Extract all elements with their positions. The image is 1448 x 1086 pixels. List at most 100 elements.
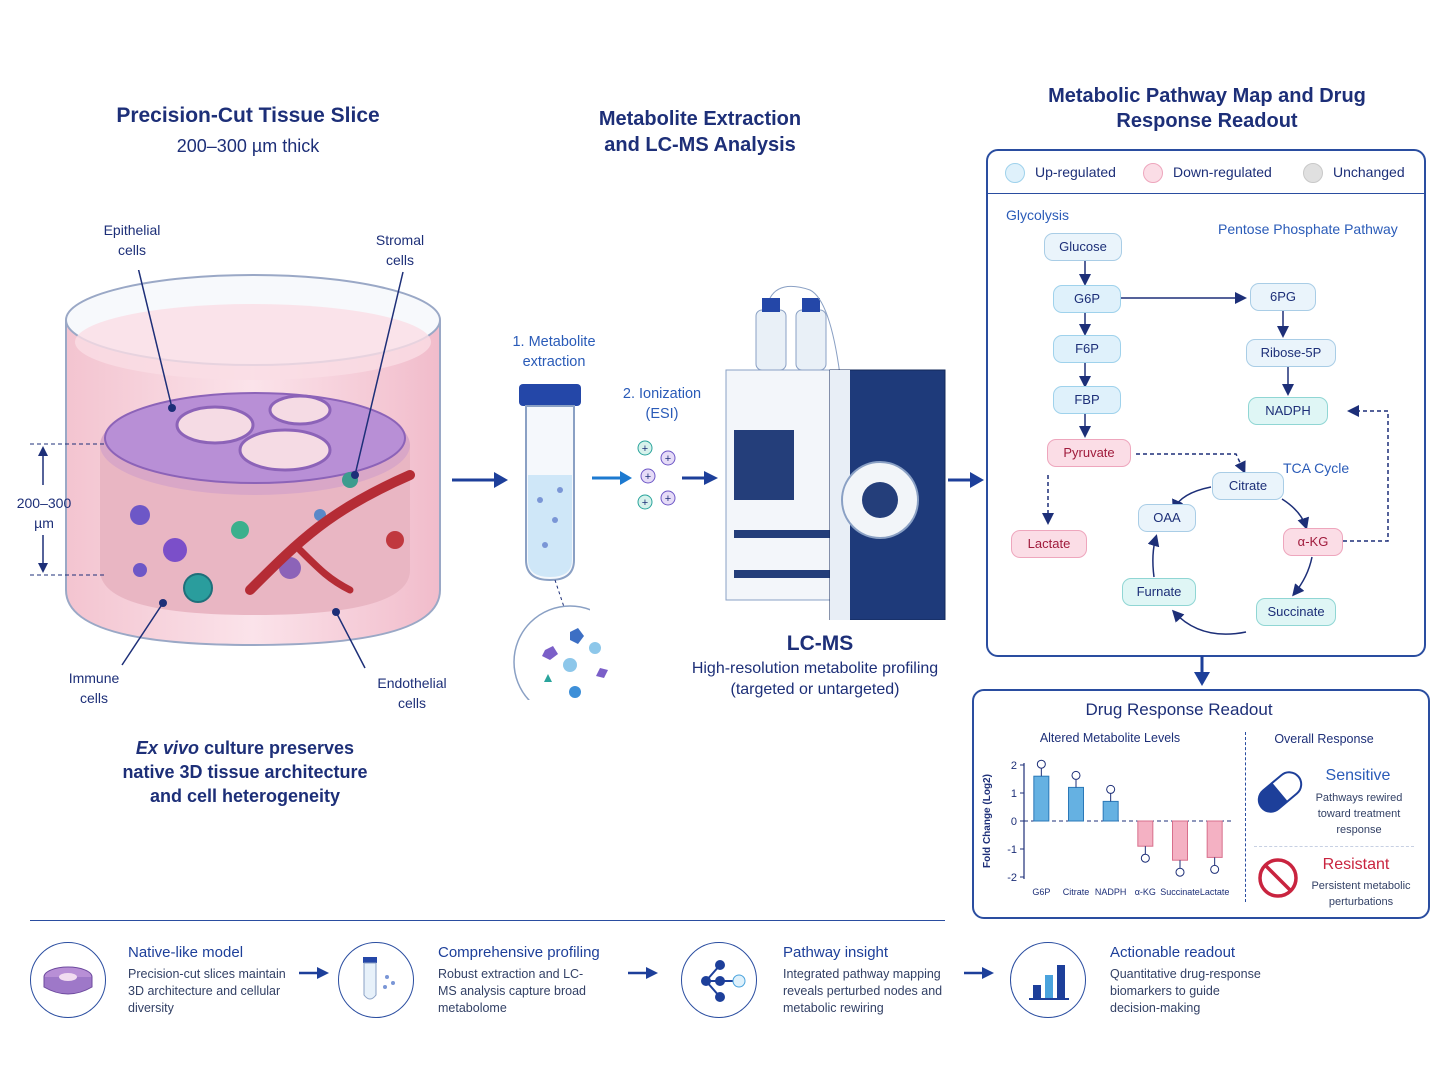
footer-text-2: Robust extraction and LC-MS analysis cap… [438,967,586,1015]
node-pyruvate[interactable]: Pyruvate [1047,439,1131,467]
caption-italic: Ex vivo [135,738,199,758]
bar-chart: 2 1 0 -1 -2 Fold Change (Log2) G6P Citrate NADPH… [982,759,1232,897]
overall-title: Overall Response [1274,732,1374,746]
node-g6p[interactable]: G6P [1053,285,1121,313]
sensitive-label: Sensitive [1325,767,1391,784]
bar-Citrate [1068,786,1084,822]
y-tick-label: 0 [1011,816,1017,828]
y-tick-label: 2 [1011,760,1017,772]
arrow-right-icon [628,967,658,979]
footer-title-2: Comprehensive profiling [438,944,600,961]
node-oaa[interactable]: OAA [1138,504,1196,532]
node-akg[interactable]: α-KG [1283,528,1343,556]
bar-cap-marker [1210,864,1220,874]
lcms-label: LC-MS [786,632,854,655]
footer-title-3: Pathway insight [783,944,889,961]
bar-α-KG [1137,820,1154,847]
node-ribose-5p[interactable]: Ribose-5P [1246,339,1336,367]
extraction-title: Metabolite Extraction and LC-MS Analysis [598,108,802,156]
bar-cap-marker [1036,759,1046,769]
node-f6p[interactable]: F6P [1053,335,1121,363]
footer-divider [30,920,945,921]
bar-cap-marker [1106,784,1116,794]
step2-label: 2. Ionization (ESI) [622,386,702,422]
node-citrate[interactable]: Citrate [1212,472,1284,500]
x-tick-label: Succinate [1160,887,1200,897]
response-separator [1254,846,1414,847]
x-tick-label: Citrate [1063,887,1090,897]
tca-label: TCA Cycle [1283,460,1350,476]
x-tick-label: NADPH [1095,887,1127,897]
footer-title-4: Actionable readout [1110,944,1236,961]
lcms-instrument [725,285,946,620]
bar-NADPH [1102,800,1119,822]
bar-G6P [1033,775,1050,822]
y-tick-label: -2 [1007,872,1017,884]
node-fumarate[interactable]: Furnate [1122,578,1196,606]
bar-cap-marker [1071,770,1081,780]
tissue-caption: Ex vivo culture preserves native 3D tiss… [110,736,380,808]
legend-unchanged-swatch [1303,163,1323,183]
legend-down-label: Down-regulated [1173,164,1272,180]
bar-Lactate [1206,820,1223,858]
tissue-title: Precision-Cut Tissue Slice [116,104,380,127]
svg-text:+: + [645,471,651,483]
capsule-icon [1257,771,1303,813]
network-icon [681,942,757,1018]
legend-down-swatch [1143,163,1163,183]
chart-title: Altered Metabolite Levels [1039,731,1181,745]
sensitive-desc: Pathways rewired toward treatment respon… [1315,792,1403,836]
endothelial-label: Endothelial cells [377,675,447,711]
arrow-right-icon [452,472,508,488]
svg-text:+: + [642,497,648,509]
x-tick-label: Lactate [1200,887,1230,897]
legend-up-swatch [1005,163,1025,183]
legend-unchanged-label: Unchanged [1333,164,1405,180]
tube-icon [513,384,590,700]
immune-label: Immune cells [68,670,120,706]
y-axis-label: Fold Change (Log2) [982,774,993,868]
metabolite-bubble [542,628,608,698]
legend-up-label: Up-regulated [1035,164,1116,180]
node-glucose[interactable]: Glucose [1044,233,1122,261]
node-nadph[interactable]: NADPH [1248,397,1328,425]
svg-text:+: + [665,453,671,465]
node-fbp[interactable]: FBP [1053,386,1121,414]
lcms-desc: High-resolution metabolite profiling (ta… [691,660,939,698]
caption-rest: culture preserves native 3D tissue archi… [122,738,368,806]
tissue-dish-illustration [30,270,441,669]
ion-icon: + + + + + [592,440,718,510]
resistant-label: Resistant [1322,856,1390,873]
footer-text-4: Quantitative drug-response biomarkers to… [1110,967,1261,1015]
tube-icon [338,942,414,1018]
y-tick-label: 1 [1011,788,1017,800]
prohibited-icon [1258,858,1298,898]
thickness-label: 200–300 µm [16,495,72,531]
node-succinate[interactable]: Succinate [1256,598,1336,626]
bar-Succinate [1172,820,1188,861]
bar-cap-marker [1175,867,1185,877]
x-tick-label: G6P [1032,887,1050,897]
tissue-subtitle: 200–300 µm thick [176,136,320,156]
glycolysis-label: Glycolysis [1006,207,1070,223]
pathway-title: Metabolic Pathway Map and Drug Response … [1048,85,1366,132]
readout-title: Drug Response Readout [1085,700,1273,719]
step1-label: 1. Metabolite extraction [512,334,596,370]
legend-divider [988,193,1424,194]
node-6pg[interactable]: 6PG [1250,283,1316,311]
svg-text:+: + [665,493,671,505]
epithelial-label: Epithelial cells [103,222,161,258]
arrow-right-icon [299,967,329,979]
resistant-desc: Persistent metabolic perturbations [1311,880,1411,908]
bar-chart-icon [1010,942,1086,1018]
legend: Up-regulated Down-regulated Unchanged [1005,162,1415,184]
tissue-slice-icon [30,942,106,1018]
footer-title-1: Native-like model [128,944,244,961]
footer-text-1: Precision-cut slices maintain 3D archite… [128,967,286,1015]
arrow-right-icon [964,967,994,979]
y-tick-label: -1 [1007,844,1017,856]
svg-text:+: + [642,443,648,455]
pathway-arrows [1042,261,1389,635]
node-lactate[interactable]: Lactate [1011,530,1087,558]
arrow-right-icon [948,472,984,488]
